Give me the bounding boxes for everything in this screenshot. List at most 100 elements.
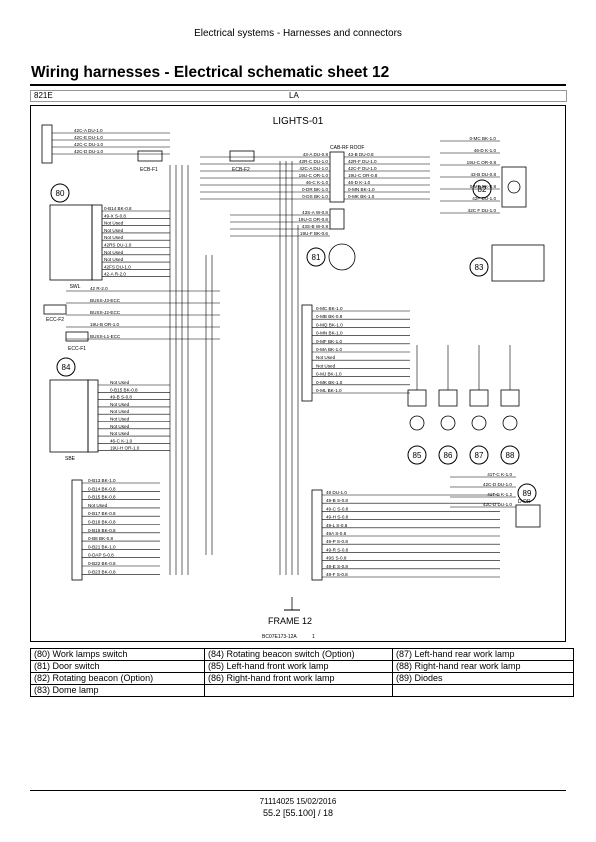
lower-right-wire-label: 49-H S-0.8 (326, 515, 349, 520)
work-lamp-circle (407, 445, 427, 465)
roof-right-wire-label: 43-B DU-0.8 (348, 152, 374, 157)
door-wire-label: 19U-G OR-0.8 (298, 217, 328, 222)
legend-row: (81) Door switch (85) Left-hand front wo… (30, 660, 574, 673)
lower-right-wire-label: 49A S-0.8 (326, 531, 347, 536)
lower-right-wire-label: 49-F S-0.8 (326, 572, 348, 577)
top-left-wire-label: 42C-D DU-1.0 (74, 149, 104, 154)
lower-left-wires: 0-B13 BK-1.00-B14 BK-0.80-B15 BK-0.8Not … (82, 478, 160, 575)
roof-wire-label: 19U-C OR-1.0 (299, 173, 329, 178)
door-wire-label: 19U-F BK-0.6 (300, 231, 329, 236)
component-80-circle (50, 183, 70, 203)
buss-wire-label: BUSS-J3-ECC (90, 298, 121, 303)
legend-cell: (86) Right-hand front work lamp (204, 672, 393, 685)
roof-wire-label: 0-DS BK-1.0 (302, 194, 328, 199)
legend-cell: (88) Right-hand rear work lamp (392, 660, 574, 673)
sbe-wire-label: 49-B S-0.8 (110, 395, 132, 400)
lamp-wire-label: 46-D K-1.0 (474, 148, 497, 153)
sbe-wire-label: 19U-H OR-1.0 (110, 446, 140, 451)
swl-wire-label: Not Used (104, 228, 124, 233)
diode-wire-label: 42C-D DU-1.0 (483, 502, 513, 507)
legend-row: (82) Rotating beacon (Option) (86) Right… (30, 672, 574, 685)
work-lamp-bulb-icon (471, 415, 487, 431)
legend-cell (392, 684, 574, 697)
lower-left-wire-label: 0-B18 BK-0.8 (88, 520, 116, 525)
drawing-page: 1 (312, 634, 315, 640)
lower-left-wire-label: 0-B17 BK-0.8 (88, 511, 116, 516)
sbe-wire-label: Not Used (110, 380, 130, 385)
mid-wire-label: 0-MQ BK-1.0 (316, 322, 343, 327)
lower-right-wire-label: 49S S-0.8 (326, 556, 347, 561)
diode-wire-label: 41T-C K-1.0 (487, 472, 512, 477)
swl-wire-label: Not Used (104, 235, 124, 240)
drawing-id: BC07E173-12A (262, 634, 297, 640)
top-left-wire-label: 42C-E DU-1.0 (74, 135, 103, 140)
swl-wire-label: 0-B14 BK-0.8 (104, 206, 132, 211)
mid-wire-label: 0-MF BK-1.0 (316, 339, 342, 344)
legend-cell: (84) Rotating beacon switch (Option) (204, 648, 393, 661)
lower-right-wire-label: 49-P S-0.8 (326, 539, 348, 544)
work-lamp-label: 85 (413, 451, 422, 460)
mid-wire-label: 0-ML BK-1.0 (316, 388, 342, 393)
top-left-wire-label: 42C-A DU-1.0 (74, 128, 103, 133)
buss-wire-label: BUSS-J2-ECC (90, 310, 121, 315)
work-lamp-label: 88 (506, 451, 515, 460)
lamp-wire-label: 0-MB BK-0.8 (470, 184, 497, 189)
work-lamp-bulb-icon (440, 415, 456, 431)
label-sbe: SBE (65, 456, 76, 462)
lamp-wire-label: 42C F DU-1.0 (468, 208, 497, 213)
model-code: 821E (34, 91, 53, 100)
lower-left-wire-label: 0-B21 BK-1.0 (88, 544, 116, 549)
footer-doc: 71114025 15/02/2016 (259, 797, 337, 806)
label-diode: D-DR (518, 499, 531, 505)
mid-wire-label: 0-MK BK-1.0 (316, 380, 343, 385)
fuse-ecc-f1 (65, 331, 89, 342)
lower-right-wire-label: 49-C S-0.8 (326, 506, 349, 511)
mid-wires: 0-MC BK-1.00-MB BK-0.80-MQ BK-1.00-MN BK… (312, 306, 410, 394)
top-left-wire-label: 42C-C DU-1.0 (74, 142, 104, 147)
swl-wire-label: Not Used (104, 221, 124, 226)
roof-wire-label: 42C-A DU-1.0 (299, 166, 328, 171)
mid-connector (301, 304, 313, 402)
lower-left-wire-label: 0-B14 BK-0.8 (88, 486, 116, 491)
label-ecb-f2: ECB-F2 (232, 167, 250, 173)
footer-rule (30, 790, 566, 791)
legend-cell: (83) Dome lamp (30, 684, 205, 697)
sbe-wire-label: Not Used (110, 424, 130, 429)
swl-wire-label: Not Used (104, 250, 124, 255)
sbe-connector (87, 379, 99, 453)
label-cab-rf-roof: CAB-RF ROOF (330, 145, 364, 151)
component-84-circle (56, 357, 76, 377)
lower-right-wire-label: 49-E S-0.8 (326, 564, 348, 569)
lower-right-wire-label: 49-R S-0.8 (326, 547, 349, 552)
page-title: Wiring harnesses - Electrical schematic … (31, 64, 390, 81)
sbe-wire-label: Not Used (110, 409, 130, 414)
component-89-label: 89 (523, 489, 532, 498)
swl-wire-label: 42-A R-2.0 (104, 272, 126, 277)
lower-right-wire-label: 49-L S-0.8 (326, 523, 348, 528)
roof-right-wire-label: 46-D K-1.0 (348, 180, 371, 185)
work-lamp-connector (500, 389, 520, 407)
mid-wire-label: 0-MN BK-1.0 (316, 331, 343, 336)
legend-row: (80) Work lamps switch (84) Rotating bea… (30, 648, 574, 661)
diode-wire-label: 41T-C K-1.2 (487, 492, 512, 497)
lower-right-wire-label: 49-B S-0.8 (326, 498, 348, 503)
mid-wire-label: Not Used (316, 355, 336, 360)
fuse-ecc-f2 (43, 304, 67, 315)
roof-right-wire-label: 42C-F DU-1.0 (348, 166, 377, 171)
trunk-lines (169, 161, 299, 575)
mid-wire-label: 0-MC BK-1.0 (316, 306, 343, 311)
work-lamp-connector (407, 389, 427, 407)
label-ecb-f1: ECB-F1 (140, 167, 158, 173)
buss-wire-label: 19U-B OR-1.0 (90, 322, 120, 327)
work-lamp-circle (469, 445, 489, 465)
lower-left-wire-label: 0-B8 BK-0.8 (88, 536, 113, 541)
beacon-switch-body (49, 379, 89, 453)
legend-cell (204, 684, 393, 697)
lower-left-wire-label: 0-B22 BK-0.8 (88, 561, 116, 566)
lower-right-wire-label: 49 DU-1.0 (326, 490, 347, 495)
roof-wire-label: 43-A DU-0.8 (303, 152, 329, 157)
